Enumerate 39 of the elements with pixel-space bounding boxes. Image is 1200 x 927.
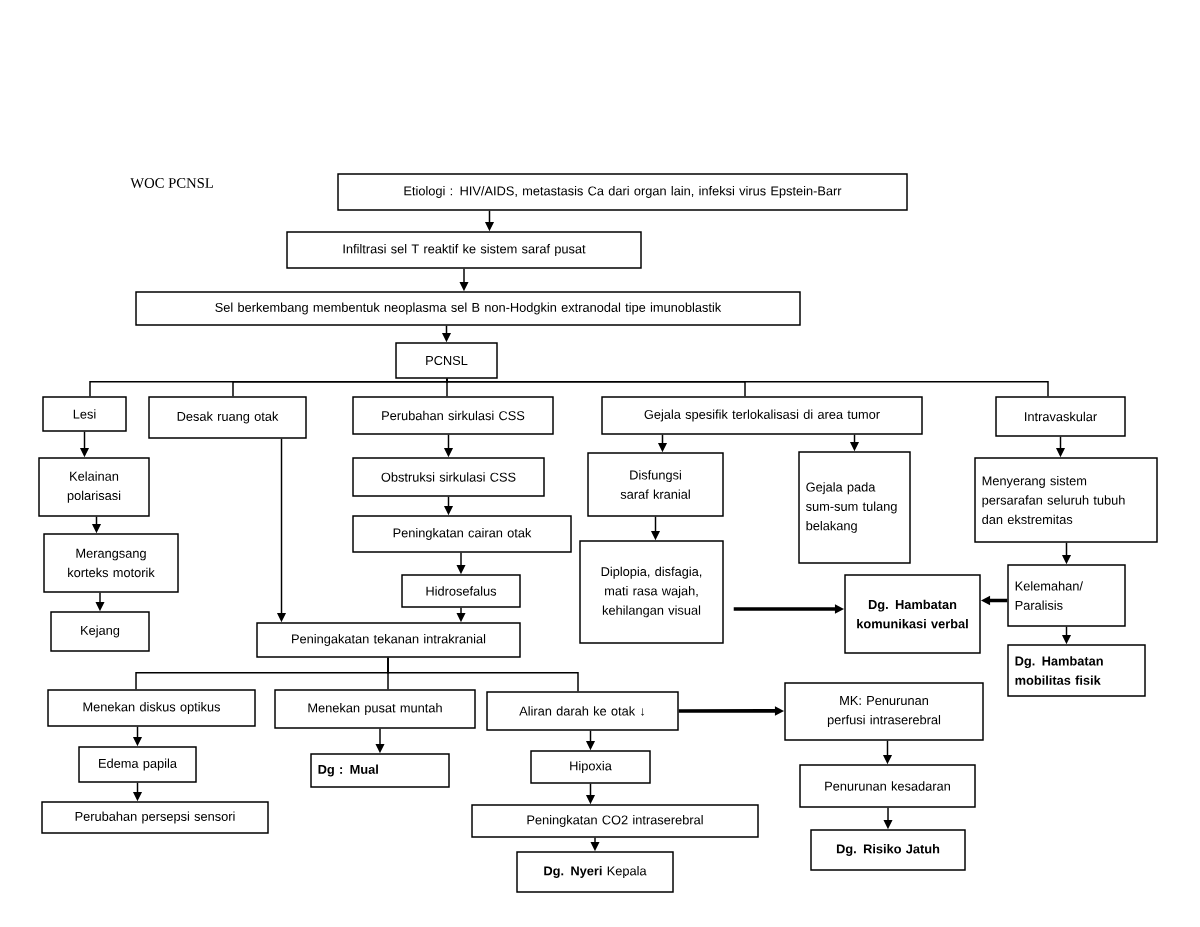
process-box: Gejala pada sum-sum tulang belakang xyxy=(798,451,911,564)
process-box: Infiltrasi sel T reaktif ke sistem saraf pusat xyxy=(286,231,642,269)
process-box: Sel berkembang membentuk neoplasma sel B non-Hodgkin extranodal tipe imunoblastik xyxy=(135,291,801,326)
process-box: Diplopia, disfagia, mati rasa wajah, kehilangan visual xyxy=(579,540,724,644)
process-box: Gejala spesifik terlokalisasi di area tumor xyxy=(601,396,923,435)
process-box: PCNSL xyxy=(395,342,498,379)
process-box: Perubahan sirkulasi CSS xyxy=(352,396,554,435)
process-box: Hipoxia xyxy=(530,750,651,784)
diagnosis-box: Dg. Hambatan mobilitas fisik xyxy=(1007,644,1146,697)
process-box: Kelemahan/ Paralisis xyxy=(1007,564,1126,627)
process-box: Merangsang korteks motorik xyxy=(43,533,179,593)
process-box: Aliran darah ke otak ↓ xyxy=(486,691,679,731)
process-box: Intravaskular xyxy=(995,396,1126,437)
process-box: Etiologi : HIV/AIDS, metastasis Ca dari organ lain, infeksi virus Epstein-Barr xyxy=(337,173,908,211)
process-box: Penurunan kesadaran xyxy=(799,764,976,808)
process-box: Disfungsi saraf kranial xyxy=(587,452,724,517)
diagnosis-box: Dg. Nyeri Kepala xyxy=(516,851,674,893)
diagnosis-box: Dg. Risiko Jatuh xyxy=(810,829,966,871)
process-box: Peningakatan tekanan intrakranial xyxy=(256,622,521,658)
connector-line xyxy=(446,378,1049,397)
process-box: Perubahan persepsi sensori xyxy=(41,801,269,834)
process-box: Obstruksi sirkulasi CSS xyxy=(352,457,545,497)
diagnosis-box: Dg : Mual xyxy=(310,753,450,788)
process-box: Peningkatan CO2 intraserebral xyxy=(471,804,759,838)
process-box: Menyerang sistem persarafan seluruh tubuh dan ekstremitas xyxy=(974,457,1158,543)
title-text: WOC PCNSL xyxy=(130,178,213,188)
connector-line xyxy=(232,378,448,397)
diagnosis-box: Dg. Hambatan komunikasi verbal xyxy=(844,574,981,654)
process-box: MK: Penurunan perfusi intraserebral xyxy=(784,682,984,741)
process-box: Lesi xyxy=(42,396,127,432)
process-box: Edema papila xyxy=(78,746,197,783)
connector-line xyxy=(387,657,579,692)
process-box: Desak ruang otak xyxy=(148,396,307,439)
process-box: Menekan pusat muntah xyxy=(274,689,476,729)
process-box: Menekan diskus optikus xyxy=(47,689,256,727)
process-box: Hidrosefalus xyxy=(401,574,521,608)
process-box: Kejang xyxy=(50,611,150,652)
process-box: Peningkatan cairan otak xyxy=(352,515,572,553)
process-box: Kelainan polarisasi xyxy=(38,457,150,517)
